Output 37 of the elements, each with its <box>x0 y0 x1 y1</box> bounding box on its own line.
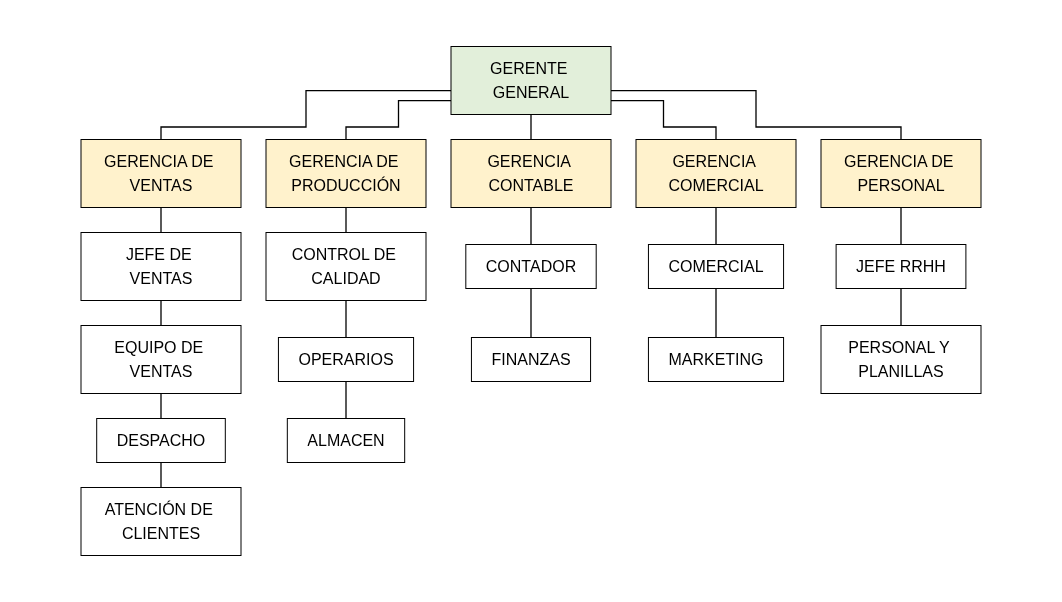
node-box: CONTROL DE CALIDAD <box>265 232 427 301</box>
node-box: GERENCIA DE VENTAS <box>80 139 242 208</box>
connector <box>610 89 902 141</box>
node-box: GERENCIA COMERCIAL <box>635 139 797 208</box>
connector <box>530 206 532 246</box>
connector <box>530 287 532 339</box>
node-box: OPERARIOS <box>277 337 415 382</box>
connector <box>345 380 347 420</box>
node-box: GERENCIA DE PERSONAL <box>820 139 982 208</box>
connector <box>160 392 162 420</box>
node-box: CONTADOR <box>465 244 597 289</box>
node-box: EQUIPO DE VENTAS <box>80 325 242 394</box>
node-box: GERENCIA CONTABLE <box>450 139 612 208</box>
node-box: ALMACEN <box>286 418 406 463</box>
node-box: ATENCIÓN DE CLIENTES <box>80 487 242 556</box>
node-box: JEFE DE VENTAS <box>80 232 242 301</box>
connector <box>530 113 532 141</box>
connector <box>345 299 347 339</box>
connector <box>345 99 452 141</box>
connector <box>900 287 902 327</box>
connector <box>715 287 717 339</box>
node-box: JEFE RRHH <box>835 244 967 289</box>
node-box: FINANZAS <box>470 337 592 382</box>
node-box: MARKETING <box>647 337 785 382</box>
node-box: GERENCIA DE PRODUCCIÓN <box>265 139 427 208</box>
connector <box>160 461 162 489</box>
node-box: GERENTE GENERAL <box>450 46 612 115</box>
connector <box>610 99 717 141</box>
node-box: COMERCIAL <box>647 244 785 289</box>
connector <box>160 89 452 141</box>
connector <box>900 206 902 246</box>
connector <box>160 206 162 234</box>
node-box: PERSONAL Y PLANILLAS <box>820 325 982 394</box>
connector <box>345 206 347 234</box>
node-box: DESPACHO <box>96 418 226 463</box>
connector <box>160 299 162 327</box>
connector <box>715 206 717 246</box>
